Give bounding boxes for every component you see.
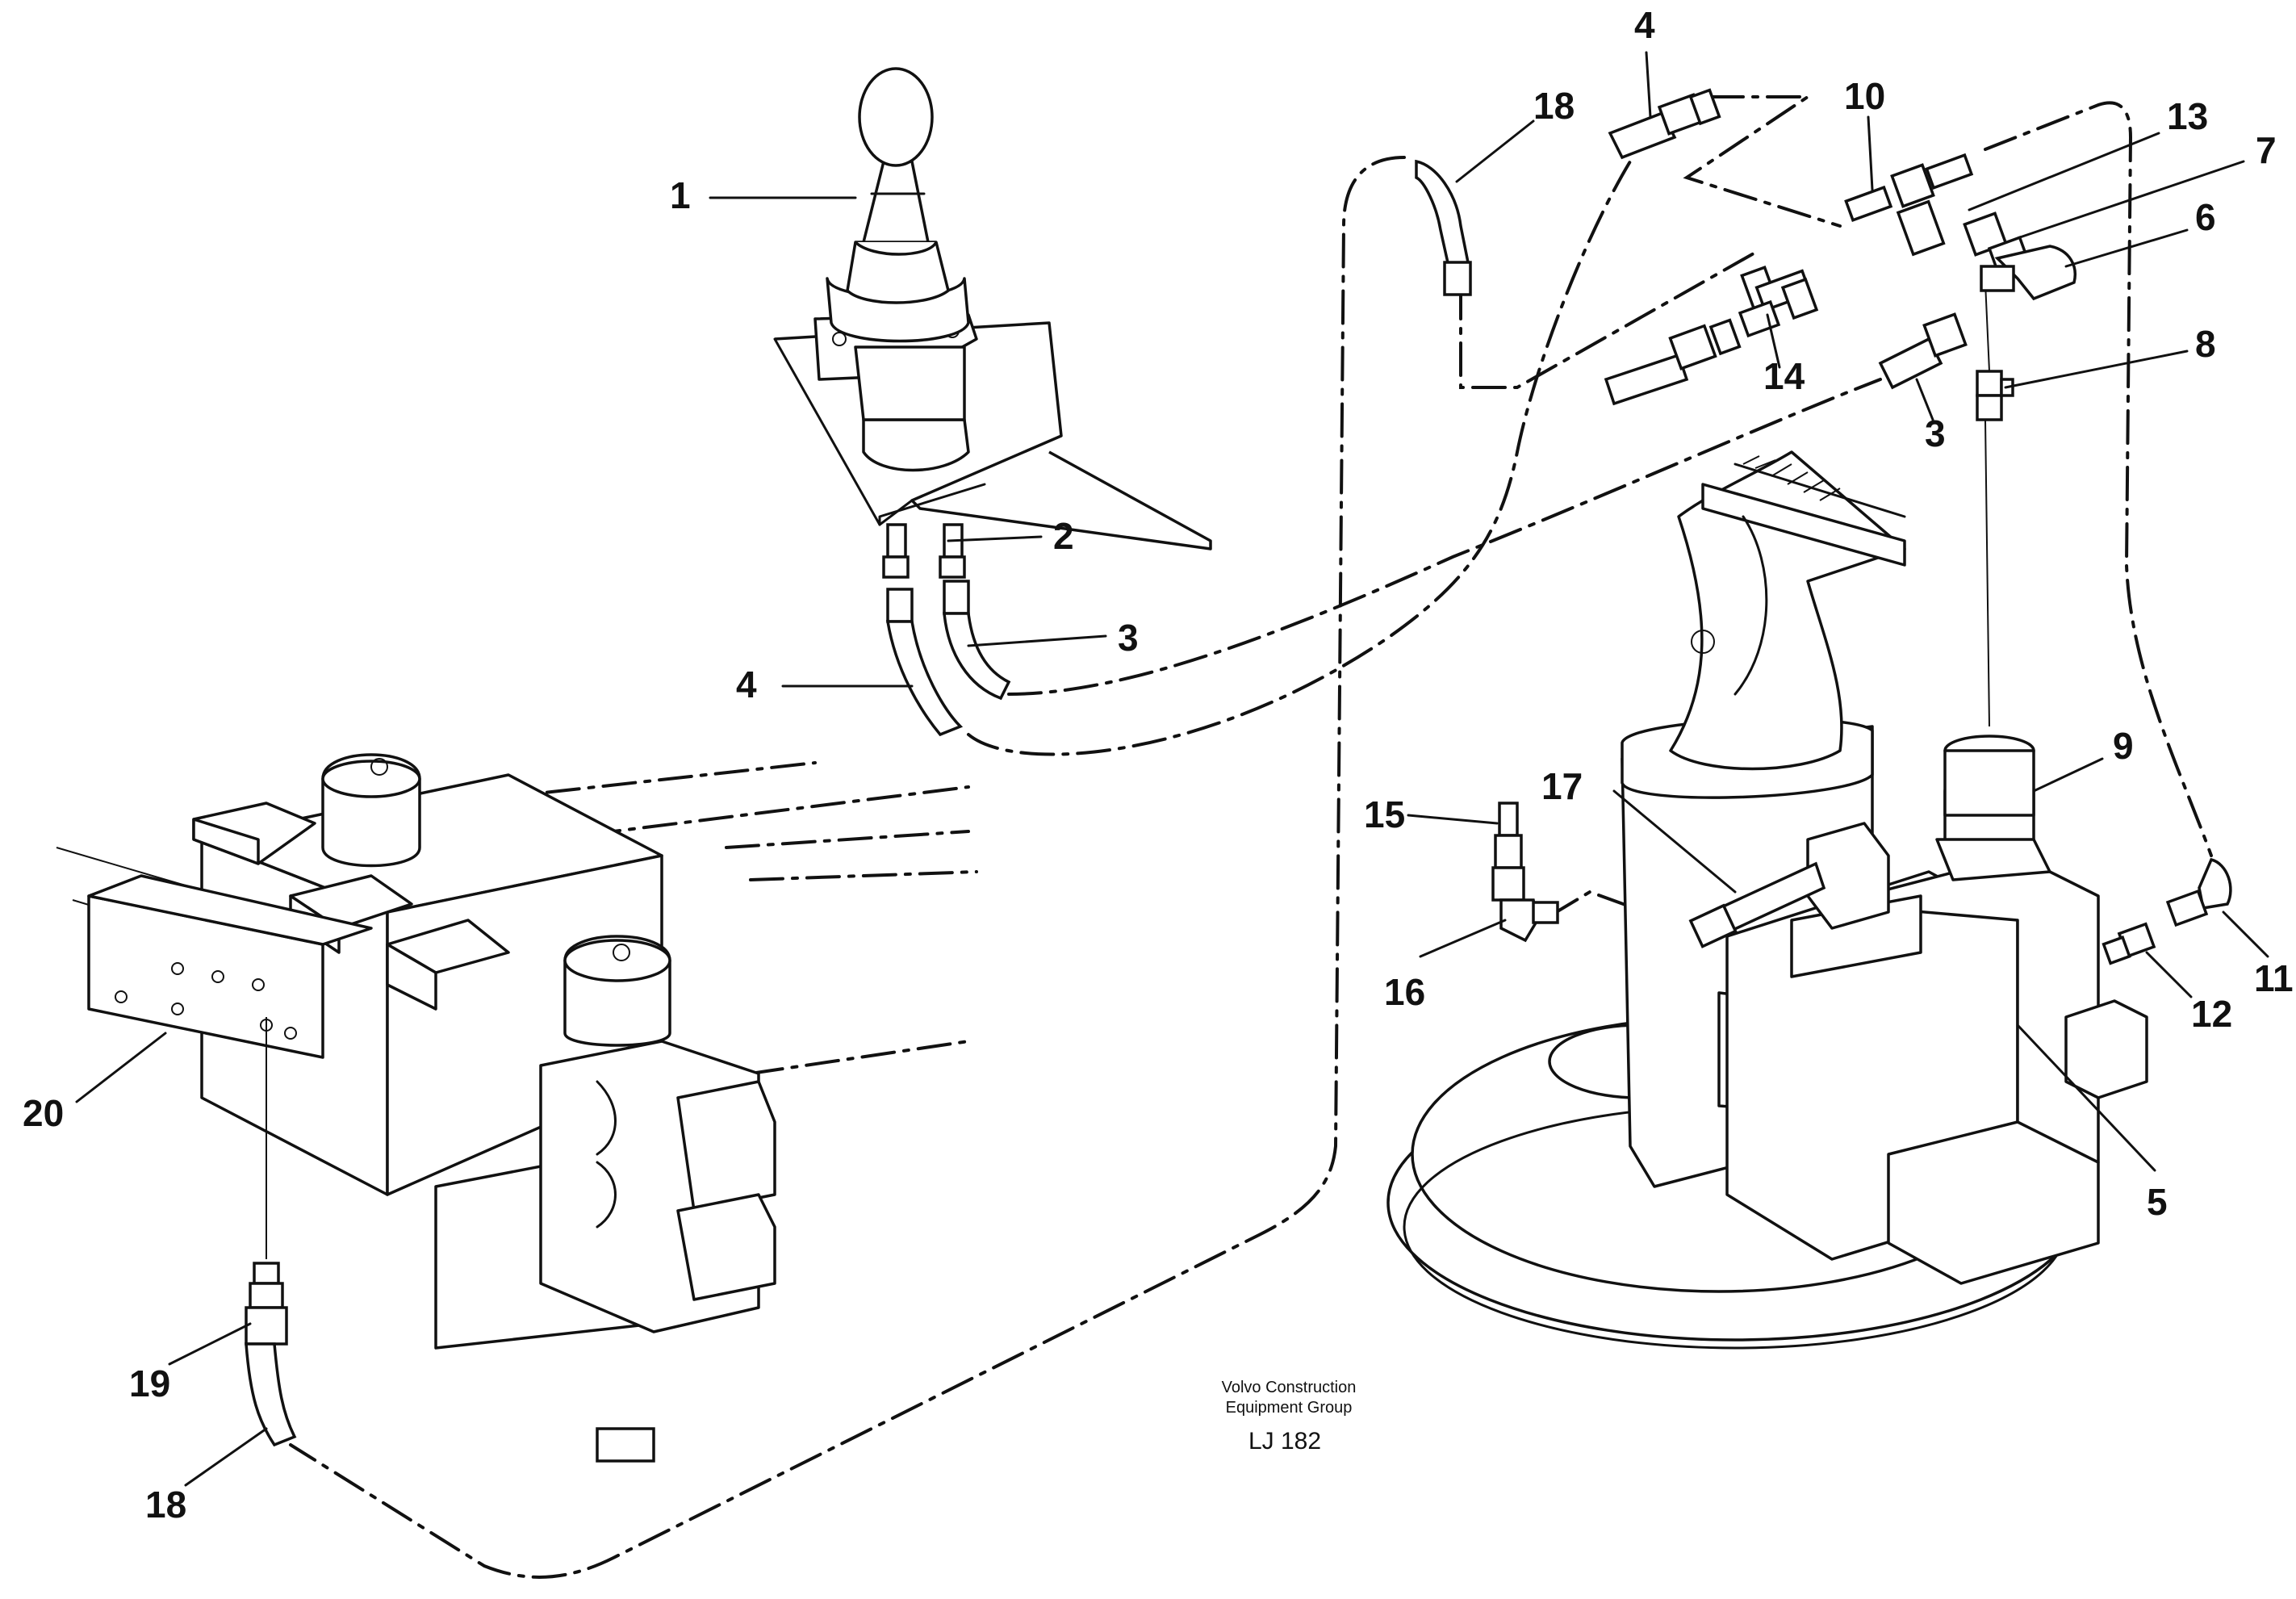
callout-9: 9 xyxy=(2113,725,2134,767)
callout-15: 15 xyxy=(1364,793,1405,835)
fittings-11-12 xyxy=(2102,857,2232,965)
callout-labels: 1 2 3 4 18 4 10 13 7 6 8 14 3 9 15 17 16… xyxy=(23,4,2294,1526)
fittings-15-16 xyxy=(1491,802,1559,943)
callout-10: 10 xyxy=(1844,75,1885,117)
callout-7: 7 xyxy=(2256,129,2277,171)
callout-19: 19 xyxy=(129,1362,170,1404)
credit-line-2: Equipment Group xyxy=(1226,1399,1353,1417)
leader-lines xyxy=(75,51,2269,1487)
callout-2: 2 xyxy=(1053,515,1074,557)
callout-3-left: 3 xyxy=(1118,617,1139,659)
callout-16: 16 xyxy=(1384,971,1425,1013)
callout-4-top: 4 xyxy=(1634,4,1655,46)
credit-line-1: Volvo Construction xyxy=(1222,1379,1357,1396)
callout-20: 20 xyxy=(23,1092,64,1134)
hose-18-top xyxy=(1415,159,1472,296)
fittings-cluster xyxy=(1604,88,2076,421)
swing-motor xyxy=(1386,450,2148,1350)
callout-11: 11 xyxy=(2254,957,2294,999)
valve-block-left xyxy=(87,753,776,1463)
callout-1: 1 xyxy=(670,174,691,216)
callout-18-bottom: 18 xyxy=(145,1484,186,1526)
callout-5: 5 xyxy=(2147,1181,2168,1223)
callout-14: 14 xyxy=(1763,355,1805,397)
callout-18-top: 18 xyxy=(1533,85,1575,127)
drawing-code: LJ 182 xyxy=(1248,1428,1321,1455)
credit-block: Volvo Construction Equipment Group LJ 18… xyxy=(1222,1379,1357,1455)
hose-18-19-bottom xyxy=(245,1017,297,1447)
callout-8: 8 xyxy=(2195,323,2216,365)
callout-13: 13 xyxy=(2167,95,2208,137)
callout-4-left: 4 xyxy=(736,663,757,705)
joystick-assembly xyxy=(773,67,1212,737)
callout-12: 12 xyxy=(2191,993,2232,1035)
callout-3-right: 3 xyxy=(1925,412,1946,454)
callout-6: 6 xyxy=(2195,196,2216,238)
callout-17: 17 xyxy=(1541,765,1583,807)
